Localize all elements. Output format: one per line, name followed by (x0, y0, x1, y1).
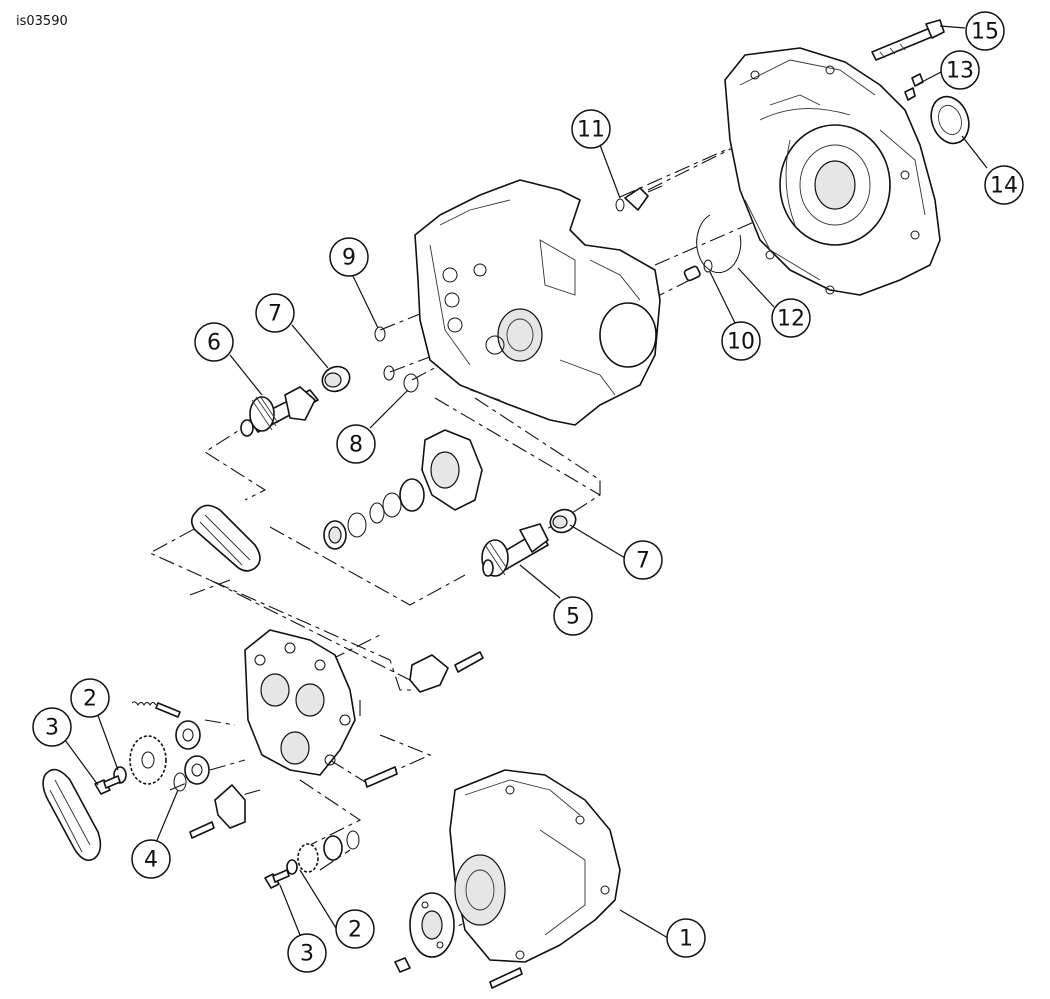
callout-3-upper-label: 3 (45, 716, 59, 741)
callout-15: 15 (965, 11, 1005, 51)
callout-1: 1 (666, 918, 706, 958)
drive-flange (409, 892, 455, 958)
crankcase (414, 179, 661, 426)
callout-2-upper-label: 2 (83, 687, 97, 712)
plug-10 (683, 259, 713, 282)
cam-belt-lower (42, 768, 102, 861)
o-ring-9 (374, 326, 386, 342)
callout-4-label: 4 (144, 848, 158, 873)
circlip-12 (696, 214, 742, 274)
dowel-13 (904, 73, 924, 101)
callout-5-label: 5 (566, 605, 580, 630)
bolts-bottom (394, 957, 523, 989)
tensioner-bracket (409, 651, 484, 693)
bearing-housing (323, 429, 483, 550)
callout-9-label: 9 (342, 246, 356, 271)
callout-5: 5 (553, 596, 593, 636)
bearing-7-lower (549, 508, 577, 534)
thrust-washers (175, 720, 210, 785)
callout-4: 4 (131, 839, 171, 879)
callout-2-lower-label: 2 (348, 918, 362, 943)
callout-1-label: 1 (679, 927, 693, 952)
spring-pin (131, 701, 181, 718)
callout-3-upper: 3 (32, 707, 72, 747)
tensioner-lower (189, 766, 398, 839)
long-bolt-15 (871, 19, 945, 61)
callout-13-label: 13 (946, 59, 974, 84)
callout-8-label: 8 (349, 433, 363, 458)
outer-cover (724, 47, 941, 296)
callout-12-label: 12 (777, 307, 805, 332)
valve-11 (615, 185, 663, 212)
circlip-4 (173, 772, 187, 792)
callout-7-upper: 7 (255, 293, 295, 333)
callout-14-label: 14 (990, 174, 1018, 199)
bolt-3-lower (264, 869, 290, 889)
callout-13: 13 (940, 50, 980, 90)
callout-6: 6 (194, 322, 234, 362)
callout-6-label: 6 (207, 331, 221, 356)
callout-9: 9 (329, 237, 369, 277)
callout-10-label: 10 (727, 330, 755, 355)
callout-10: 10 (721, 321, 761, 361)
callout-11: 11 (571, 109, 611, 149)
bearing-7-upper (321, 365, 351, 393)
camshaft-6 (240, 386, 319, 437)
callout-15-label: 15 (971, 20, 999, 45)
callout-7-lower: 7 (623, 540, 663, 580)
callout-8: 8 (336, 424, 376, 464)
image-id-label: is03590 (16, 14, 68, 29)
front-plate (244, 629, 356, 776)
callout-2-upper: 2 (70, 678, 110, 718)
washer-2-lower (286, 859, 298, 875)
callout-3-lower: 3 (287, 933, 327, 973)
leader-lines (64, 25, 988, 946)
callout-2-lower: 2 (335, 909, 375, 949)
oil-seal-14 (930, 95, 970, 145)
sprocket-left (129, 735, 167, 785)
callout-11-label: 11 (577, 118, 605, 143)
o-rings-8 (383, 365, 419, 393)
callout-7-lower-label: 7 (636, 549, 650, 574)
callout-7-upper-label: 7 (268, 302, 282, 327)
small-gear-lower (297, 830, 360, 873)
callout-14: 14 (984, 165, 1024, 205)
callout-12: 12 (771, 298, 811, 338)
bolt-3-upper (94, 775, 121, 795)
front-cover-1 (449, 769, 621, 963)
cam-belt-upper (190, 504, 261, 572)
callout-3-lower-label: 3 (300, 942, 314, 967)
camshaft-5 (481, 523, 549, 577)
callouts: 1 2 2 3 3 4 5 6 (32, 11, 1024, 973)
